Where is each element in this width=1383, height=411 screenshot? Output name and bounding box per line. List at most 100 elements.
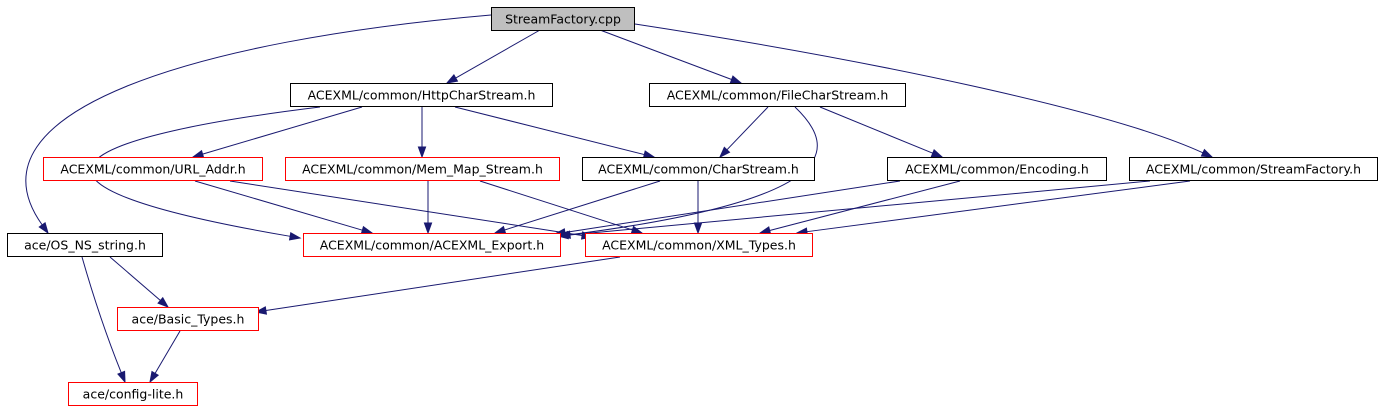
arrowhead-icon [117, 370, 126, 384]
arrowhead-icon [556, 230, 569, 240]
node-streamfactory-h[interactable]: ACEXML/common/StreamFactory.h [1129, 157, 1378, 181]
arrowhead-icon [630, 225, 644, 234]
node-httpcharstream-h[interactable]: ACEXML/common/HttpCharStream.h [290, 83, 553, 107]
edge-line [504, 180, 661, 231]
node-filecharstream-h[interactable]: ACEXML/common/FileCharStream.h [649, 83, 906, 107]
edge-streamfactory-cpp-to-os-ns-string-h [25, 14, 492, 235]
edge-basic-types-h-to-config-lite-h [149, 330, 181, 384]
edge-line [819, 106, 933, 154]
node-basic-types-h[interactable]: ace/Basic_Types.h [117, 307, 259, 331]
edge-httpcharstream-h-to-mem-map-stream-h [417, 107, 427, 159]
node-label: ACEXML/common/URL_Addr.h [60, 162, 245, 177]
edge-filecharstream-h-to-charstream-h [718, 106, 769, 159]
arrowhead-icon [191, 149, 205, 159]
node-box[interactable] [68, 382, 198, 406]
edge-line [229, 180, 583, 236]
arrowhead-icon [930, 149, 944, 158]
edge-line [454, 106, 645, 156]
edge-httpcharstream-h-to-url-addr-h [191, 106, 363, 159]
node-label: ACEXML/common/HttpCharStream.h [308, 88, 536, 103]
node-charstream-h[interactable]: ACEXML/common/CharStream.h [582, 157, 815, 181]
edge-line [564, 180, 901, 233]
node-mem-map-stream-h[interactable]: ACEXML/common/Mem_Map_Stream.h [285, 157, 560, 181]
node-box[interactable] [43, 157, 263, 181]
node-box[interactable] [303, 233, 561, 257]
node-encoding-h[interactable]: ACEXML/common/Encoding.h [887, 157, 1107, 181]
arrowhead-icon [445, 74, 459, 84]
nodes-layer: StreamFactory.cppACEXML/common/HttpCharS… [7, 7, 1378, 406]
node-label: ACEXML/common/ACEXML_Export.h [320, 238, 544, 253]
edge-line [634, 23, 1204, 154]
node-url-addr-h[interactable]: ACEXML/common/URL_Addr.h [43, 157, 263, 181]
node-box[interactable] [887, 157, 1107, 181]
node-box[interactable] [290, 83, 553, 107]
edge-line [81, 256, 122, 373]
node-box[interactable] [649, 83, 906, 107]
arrowhead-icon [729, 75, 743, 84]
arrowhead-icon [149, 370, 160, 384]
node-box[interactable] [582, 157, 815, 181]
node-box[interactable] [585, 233, 813, 257]
node-box[interactable] [285, 157, 560, 181]
edge-line [109, 256, 161, 301]
node-label: ACEXML/common/Mem_Map_Stream.h [302, 162, 543, 177]
arrowhead-icon [758, 226, 772, 235]
node-label: ACEXML/common/Encoding.h [905, 162, 1089, 177]
arrowhead-icon [288, 231, 302, 241]
node-label: ace/OS_NS_string.h [24, 238, 146, 253]
edge-line [154, 330, 181, 374]
edge-line [25, 14, 492, 226]
node-acexml-export-h[interactable]: ACEXML/common/ACEXML_Export.h [303, 233, 561, 257]
node-xml-types-h[interactable]: ACEXML/common/XML_Types.h [585, 233, 813, 257]
edge-os-ns-string-h-to-config-lite-h [81, 256, 126, 384]
edge-line [769, 180, 961, 231]
edge-line [455, 29, 541, 79]
node-label: ACEXML/common/FileCharStream.h [667, 88, 889, 103]
arrowhead-icon [38, 221, 49, 235]
arrowhead-icon [693, 222, 703, 235]
node-label: ace/config-lite.h [83, 387, 184, 402]
edge-line [726, 106, 769, 151]
node-streamfactory-cpp[interactable]: StreamFactory.cpp [491, 7, 635, 31]
node-label: ACEXML/common/CharStream.h [598, 162, 799, 177]
node-box[interactable] [117, 307, 259, 331]
arrowhead-icon [718, 146, 731, 159]
edge-httpcharstream-h-to-charstream-h [454, 106, 656, 159]
edge-line [202, 106, 363, 155]
edge-line [479, 180, 633, 231]
node-label: ACEXML/common/XML_Types.h [602, 238, 796, 253]
edge-encoding-h-to-acexml-export-h [553, 180, 901, 237]
edge-mem-map-stream-h-to-acexml-export-h [423, 181, 433, 235]
node-label: ace/Basic_Types.h [132, 312, 245, 327]
node-label: StreamFactory.cpp [505, 12, 621, 27]
edge-streamfactory-cpp-to-filecharstream-h [599, 29, 743, 84]
edge-os-ns-string-h-to-basic-types-h [109, 256, 170, 308]
edges-layer [25, 14, 1214, 384]
node-label: ACEXML/common/StreamFactory.h [1146, 162, 1361, 177]
edge-line [567, 180, 1151, 236]
edge-streamfactory-h-to-acexml-export-h [556, 180, 1151, 240]
edge-line [599, 29, 732, 80]
edge-line [806, 180, 1191, 233]
arrowhead-icon [493, 225, 507, 234]
edge-streamfactory-cpp-to-streamfactory-h [634, 23, 1214, 158]
arrowhead-icon [417, 146, 427, 159]
node-os-ns-string-h[interactable]: ace/OS_NS_string.h [7, 233, 163, 257]
edge-mem-map-stream-h-to-xml-types-h [479, 180, 644, 234]
arrowhead-icon [157, 296, 170, 308]
edge-line [194, 180, 363, 231]
arrowhead-icon [1200, 148, 1214, 158]
node-config-lite-h[interactable]: ace/config-lite.h [68, 382, 198, 406]
arrowhead-icon [423, 222, 433, 235]
node-box[interactable] [1129, 157, 1378, 181]
edge-url-addr-h-to-xml-types-h [229, 180, 594, 240]
edge-streamfactory-cpp-to-httpcharstream-h [445, 29, 541, 84]
edge-charstream-h-to-xml-types-h [693, 181, 703, 235]
arrowhead-icon [360, 225, 374, 235]
edge-line [265, 256, 621, 312]
edge-filecharstream-h-to-encoding-h [819, 106, 944, 158]
node-box[interactable] [7, 233, 163, 257]
node-box[interactable] [491, 7, 635, 31]
edge-xml-types-h-to-basic-types-h [254, 256, 621, 315]
